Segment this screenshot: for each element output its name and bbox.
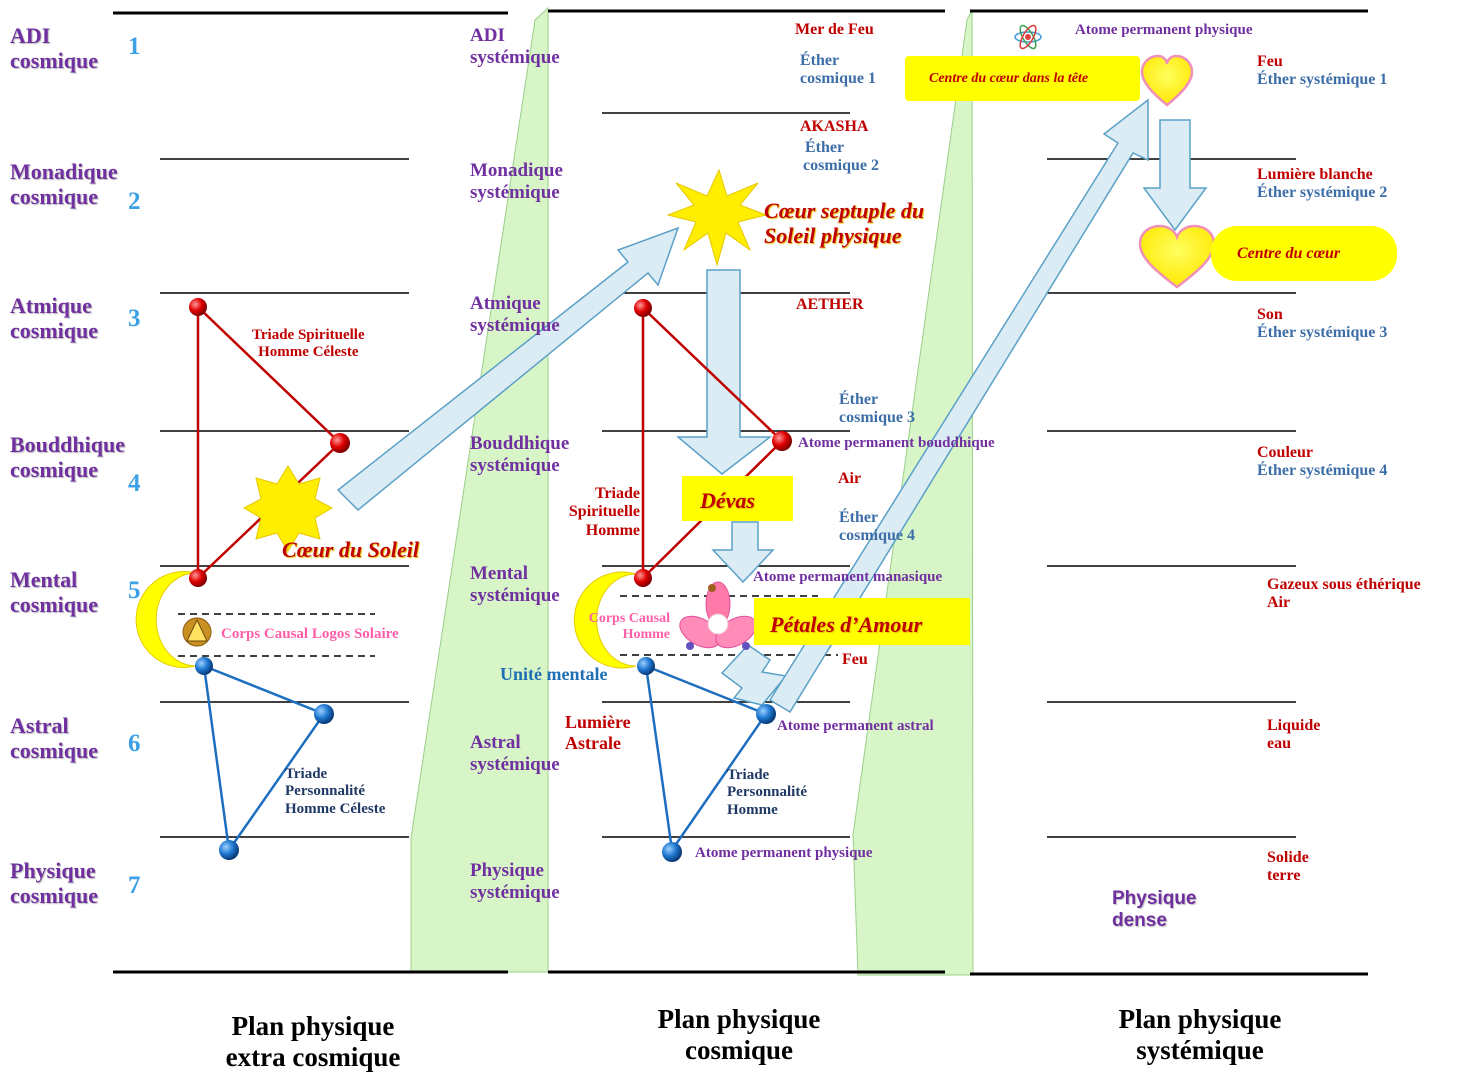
petals-of-love-lotus-icon (679, 581, 757, 650)
air-label: Air (838, 470, 862, 487)
atom-manasic-label: Atome permanent manasique (753, 569, 943, 585)
left-causal-crescent-icon (135, 571, 197, 668)
plane-number-4: 4 (128, 470, 141, 497)
petals-of-love-label: Pétales d’Amour (770, 612, 923, 637)
atom-physical-right-label: Atome permanent physique (1075, 22, 1253, 38)
heart-center-box (1211, 226, 1397, 281)
plane-number-7: 7 (128, 872, 141, 899)
green-transition-left (410, 6, 549, 973)
atom-astral-label: Atome permanent astral (777, 718, 934, 734)
causal-body-solar-logos-icon (182, 617, 212, 647)
plane-number-6: 6 (128, 730, 141, 757)
plane-number-3: 3 (128, 305, 141, 332)
plane-number-5: 5 (128, 577, 141, 604)
atom-physical-middle-label: Atome permanent physique (695, 845, 873, 861)
sea-of-fire-label: Mer de Feu (795, 21, 874, 38)
heart-center-icon (1138, 224, 1216, 289)
heart-center-label: Centre du cœur (1237, 245, 1341, 262)
septuple-heart-star-icon (666, 168, 768, 267)
heart-of-sun-star-icon (242, 465, 334, 552)
middle-personality-triad (644, 664, 768, 854)
arrow-down-from-devas (711, 521, 775, 584)
left-plane-separators (160, 158, 409, 838)
arrow-left-to-middle (336, 226, 680, 512)
devas-label: Dévas (700, 488, 755, 513)
mental-unit-label: Unité mentale (500, 664, 608, 684)
heart-in-head-label: Centre du cœur dans la tête (929, 71, 1089, 86)
arrow-down-to-devas (675, 269, 773, 475)
left-personality-triad (202, 664, 326, 854)
spheres (189, 298, 792, 862)
fire-label: Feu (842, 651, 868, 668)
right-plane-separators (1047, 158, 1296, 838)
heart-in-head-icon (1140, 54, 1194, 107)
heart-of-sun-label: Cœur du Soleil (282, 537, 419, 562)
causal-body-solar-logos-label: Corps Causal Logos Solaire (221, 626, 399, 642)
petals-box (754, 598, 970, 645)
devas-box (682, 476, 793, 521)
akasha-label: AKASHA (800, 118, 869, 135)
plane-number-2: 2 (128, 188, 141, 215)
aether-label: AETHER (796, 296, 864, 313)
heart-in-head-box (905, 56, 1140, 101)
arrow-down-to-heart-center (1142, 119, 1208, 232)
middle-causal-crescent-icon (573, 571, 637, 669)
atom-icon (1014, 24, 1042, 50)
atom-buddhic-label: Atome permanent bouddhique (798, 435, 995, 451)
plane-number-1: 1 (128, 33, 141, 60)
